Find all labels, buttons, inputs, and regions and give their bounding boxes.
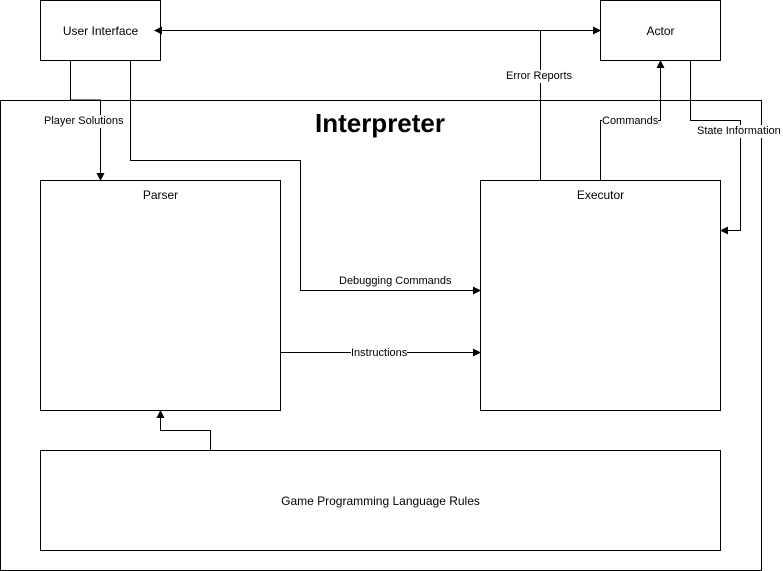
interpreter-title: Interpreter	[314, 108, 446, 138]
error-reports-label: Error Reports	[506, 70, 573, 83]
user-interface-label: User Interface	[62, 23, 139, 38]
state-information-label: State Information	[697, 125, 781, 138]
executor-label: Executor	[576, 188, 625, 202]
rules-label: Game Programming Language Rules	[281, 493, 480, 508]
user-interface-node: User Interface	[40, 0, 161, 61]
player-solutions-connector	[70, 61, 105, 181]
parser-label: Parser	[142, 188, 179, 202]
executor-node: Executor	[480, 180, 721, 411]
player-solutions-label: Player Solutions	[44, 115, 124, 128]
actor-label: Actor	[646, 23, 675, 38]
parser-node: Parser	[40, 180, 281, 411]
commands-label: Commands	[602, 115, 659, 128]
rules-parser-connector	[156, 410, 211, 450]
instructions-label: Instructions	[351, 347, 408, 360]
rules-node: Game Programming Language Rules	[40, 450, 721, 551]
actor-node: Actor	[600, 0, 721, 61]
state-information-connector	[690, 61, 741, 235]
debugging-commands-label: Debugging Commands	[339, 275, 452, 288]
debugging-commands-connector	[130, 61, 481, 295]
